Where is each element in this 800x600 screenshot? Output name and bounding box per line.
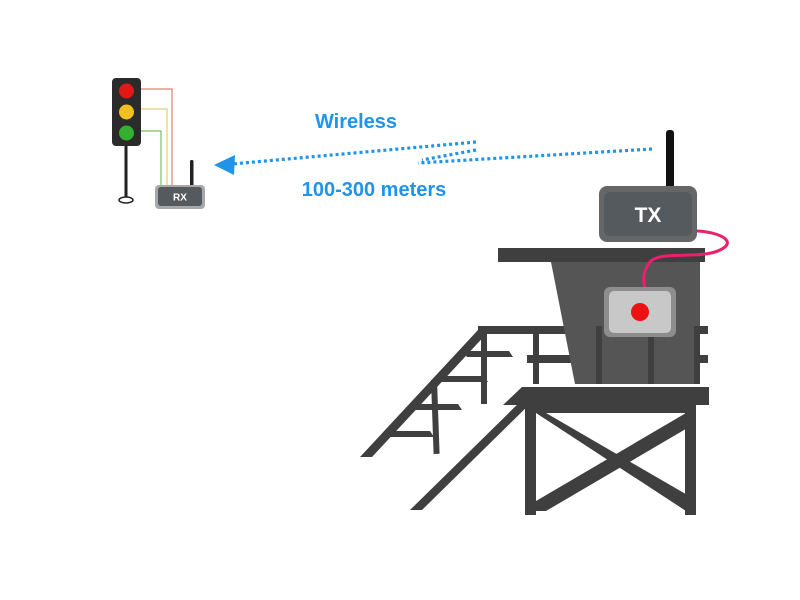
receiver-icon: RX bbox=[155, 160, 205, 209]
traffic-light-wires bbox=[141, 88, 173, 186]
yellow-light bbox=[119, 104, 134, 120]
tower-leg-right bbox=[685, 405, 696, 515]
wireless-label: Wireless bbox=[315, 111, 397, 133]
transmitter-label: TX bbox=[635, 204, 662, 227]
wireless-arrow-icon bbox=[214, 140, 653, 175]
push-button-icon bbox=[604, 287, 676, 337]
cable bbox=[642, 229, 729, 293]
arrowhead-icon bbox=[214, 155, 235, 175]
tower-leg-left bbox=[525, 405, 536, 515]
green-light bbox=[119, 125, 134, 141]
push-button-red bbox=[631, 303, 649, 321]
tower-deck bbox=[503, 387, 709, 405]
traffic-light-base bbox=[118, 196, 134, 204]
receiver-label: RX bbox=[173, 193, 187, 204]
receiver-antenna bbox=[190, 160, 194, 188]
transmitter-icon: TX bbox=[599, 130, 697, 242]
traffic-light-pole bbox=[124, 145, 128, 197]
traffic-light-icon bbox=[112, 78, 141, 204]
red-light bbox=[119, 83, 134, 99]
tower-stairs bbox=[360, 326, 708, 510]
range-label: 100-300 meters bbox=[302, 179, 447, 201]
transmitter-antenna bbox=[666, 130, 674, 194]
